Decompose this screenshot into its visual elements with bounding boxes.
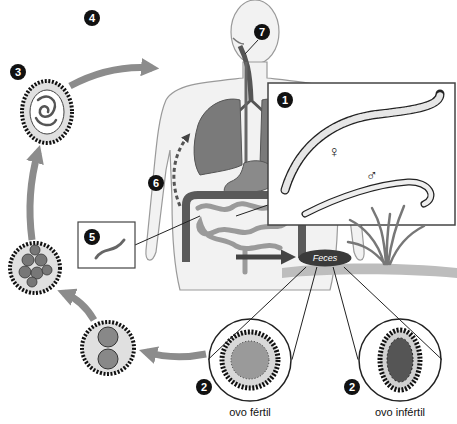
leader-line	[245, 40, 258, 54]
excretion-arrow	[236, 255, 290, 260]
grass	[348, 206, 424, 264]
callout-number: 2	[344, 379, 360, 395]
female-worm-body	[285, 94, 440, 190]
egg-stages	[10, 81, 441, 401]
callout-number: 2	[196, 379, 212, 395]
magnified-egg: ovo fértil	[208, 318, 292, 422]
leader-line	[135, 216, 200, 245]
mouth	[233, 38, 244, 44]
magnifier-circle	[209, 319, 291, 401]
magnified-backdrop	[209, 319, 291, 401]
magnifier-circle	[359, 319, 441, 401]
sex-symbol: ♀	[324, 142, 344, 162]
cycle-arrow	[30, 152, 38, 240]
node-label: ovo fértil	[208, 406, 292, 419]
magnifier-line	[333, 267, 358, 360]
bronchi	[238, 100, 264, 112]
male-worm-body	[305, 182, 431, 214]
coiled-larva	[36, 97, 56, 125]
callout-number: 5	[84, 229, 100, 245]
magnifier-line	[292, 267, 317, 360]
sex-symbol: ♂	[362, 166, 382, 186]
magnifier-line	[344, 267, 442, 360]
morula-cells	[19, 245, 52, 287]
fertile-egg-shell	[222, 332, 278, 388]
callout-number: 7	[254, 24, 270, 40]
callout-number: 3	[10, 64, 26, 80]
infertile-egg-contents	[387, 338, 413, 382]
callout-number: 6	[148, 175, 164, 191]
infertile-egg-shell	[380, 330, 420, 390]
migration-arrow	[174, 136, 188, 206]
embryonated-egg-inner	[30, 90, 64, 134]
head	[231, 0, 279, 64]
adult-worms-inset	[268, 83, 455, 225]
node-outline	[358, 318, 442, 402]
fertile-egg-cell	[231, 341, 269, 379]
cycle-arrow	[146, 352, 206, 357]
left-lung	[194, 99, 242, 175]
magnified-backdrop	[359, 319, 441, 401]
callout-number: 1	[277, 92, 293, 108]
cycle-arrow	[64, 293, 94, 320]
larva-inset	[78, 222, 135, 268]
female-worm-outline	[285, 94, 440, 190]
node-label: ovo infértil	[358, 406, 442, 419]
larva	[96, 240, 124, 258]
male-worm-outline	[305, 182, 431, 214]
cycle-arrows	[30, 68, 206, 357]
node-label: Feces	[298, 249, 352, 267]
magnifier-line	[208, 267, 306, 360]
soil	[282, 264, 457, 279]
embryonated-egg	[22, 81, 72, 143]
fecal-mass: Feces	[298, 249, 352, 267]
inset-box	[268, 83, 455, 225]
morula-egg	[10, 243, 60, 293]
magnified-egg: ovo infértil	[358, 318, 442, 422]
cycle-arrow	[70, 68, 152, 86]
human-body	[146, 0, 364, 290]
two-cell-egg	[82, 322, 134, 374]
node-outline	[208, 318, 292, 402]
callout-number: 4	[84, 10, 100, 26]
feces-ellipse	[299, 250, 352, 267]
oesophagus	[245, 62, 248, 165]
soil-and-plant	[282, 206, 457, 278]
blastomere	[98, 349, 118, 369]
inset-box	[78, 222, 135, 268]
blastomere	[98, 327, 118, 347]
leader-line	[236, 205, 268, 216]
